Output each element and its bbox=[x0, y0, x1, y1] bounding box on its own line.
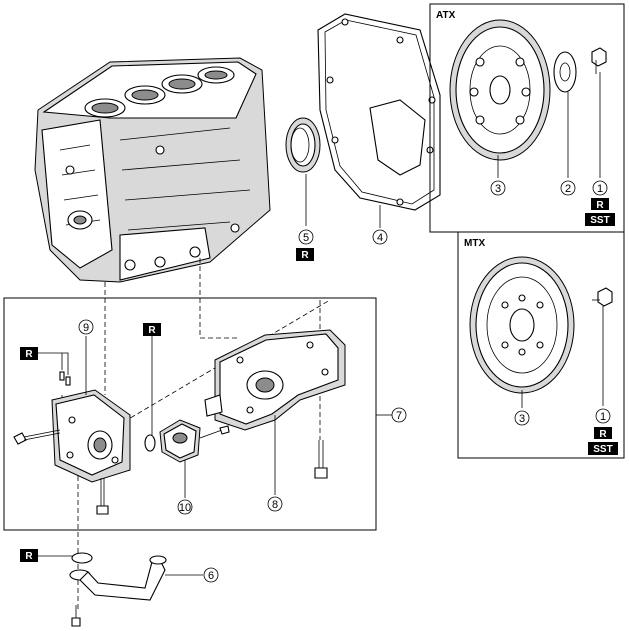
callout-1-mtx: 1 bbox=[595, 408, 611, 424]
svg-text:3: 3 bbox=[495, 183, 501, 195]
bolt-atx bbox=[591, 47, 607, 74]
oil-strainer bbox=[69, 555, 167, 601]
svg-text:4: 4 bbox=[377, 232, 383, 244]
balancer-bolt bbox=[314, 440, 328, 479]
svg-text:1: 1 bbox=[600, 411, 606, 423]
svg-text:R: R bbox=[301, 250, 309, 261]
pump-bolt-left bbox=[13, 429, 61, 445]
oil-pump-relief-valve bbox=[159, 419, 201, 463]
svg-text:6: 6 bbox=[208, 570, 214, 582]
svg-text:R: R bbox=[25, 551, 33, 562]
svg-text:R: R bbox=[148, 325, 156, 336]
sst-tag-mtx: SST bbox=[588, 442, 618, 455]
strainer-gasket bbox=[71, 552, 93, 564]
flywheel-mtx bbox=[469, 256, 575, 394]
balancer-unit bbox=[204, 329, 346, 431]
svg-text:1: 1 bbox=[597, 183, 603, 195]
rear-oil-seal bbox=[285, 117, 321, 173]
dowel-pins bbox=[59, 371, 71, 386]
strainer-bolt bbox=[71, 605, 81, 627]
svg-text:2: 2 bbox=[565, 183, 571, 195]
bolt-mtx bbox=[592, 287, 613, 307]
relief-bolt bbox=[199, 425, 230, 439]
callout-6: 6 bbox=[203, 567, 219, 583]
alignment-line-pump bbox=[109, 299, 331, 431]
pump-bolt-lower bbox=[96, 478, 109, 515]
svg-text:3: 3 bbox=[519, 413, 525, 425]
svg-text:SST: SST bbox=[590, 215, 609, 226]
r-tag-mtx: R bbox=[594, 427, 612, 440]
o-ring bbox=[144, 434, 156, 452]
callout-3-atx: 3 bbox=[490, 180, 506, 196]
svg-text:8: 8 bbox=[272, 499, 278, 511]
alignment-line-balancer bbox=[199, 258, 240, 339]
r-tag-gasket: R bbox=[20, 549, 38, 562]
cylinder-block bbox=[34, 57, 271, 283]
callout-7: 7 bbox=[391, 407, 407, 423]
atx-panel-title: ATX bbox=[436, 10, 456, 21]
end-plate bbox=[317, 13, 441, 211]
svg-text:5: 5 bbox=[303, 232, 309, 244]
leader-r-dowel bbox=[38, 352, 69, 375]
r-tag-5: R bbox=[296, 248, 314, 261]
svg-text:10: 10 bbox=[179, 502, 191, 514]
callout-5: 5 bbox=[298, 229, 314, 245]
svg-text:R: R bbox=[599, 429, 607, 440]
oil-pump-body bbox=[51, 389, 131, 483]
sst-tag-atx: SST bbox=[585, 213, 615, 226]
svg-text:7: 7 bbox=[396, 410, 402, 422]
callout-2-atx: 2 bbox=[560, 180, 576, 196]
backing-plate-atx bbox=[553, 51, 577, 93]
r-tag-oring: R bbox=[143, 323, 161, 336]
svg-text:SST: SST bbox=[593, 444, 612, 455]
callout-1-atx: 1 bbox=[592, 180, 608, 196]
r-tag-dowel: R bbox=[20, 347, 38, 360]
mtx-panel: MTX 3 1 R bbox=[457, 231, 625, 459]
atx-panel: ATX 3 2 bbox=[429, 3, 625, 233]
callout-8: 8 bbox=[267, 496, 283, 512]
svg-text:R: R bbox=[596, 200, 604, 211]
drive-plate-atx bbox=[449, 19, 551, 161]
callout-3-mtx: 3 bbox=[514, 410, 530, 426]
oil-pump-assembly-box bbox=[3, 297, 377, 531]
svg-text:R: R bbox=[25, 349, 33, 360]
callout-4: 4 bbox=[372, 229, 388, 245]
svg-text:9: 9 bbox=[83, 322, 89, 334]
callout-10: 10 bbox=[177, 499, 193, 515]
mtx-panel-title: MTX bbox=[464, 238, 485, 249]
r-tag-atx: R bbox=[591, 198, 609, 211]
callout-9: 9 bbox=[78, 319, 94, 335]
